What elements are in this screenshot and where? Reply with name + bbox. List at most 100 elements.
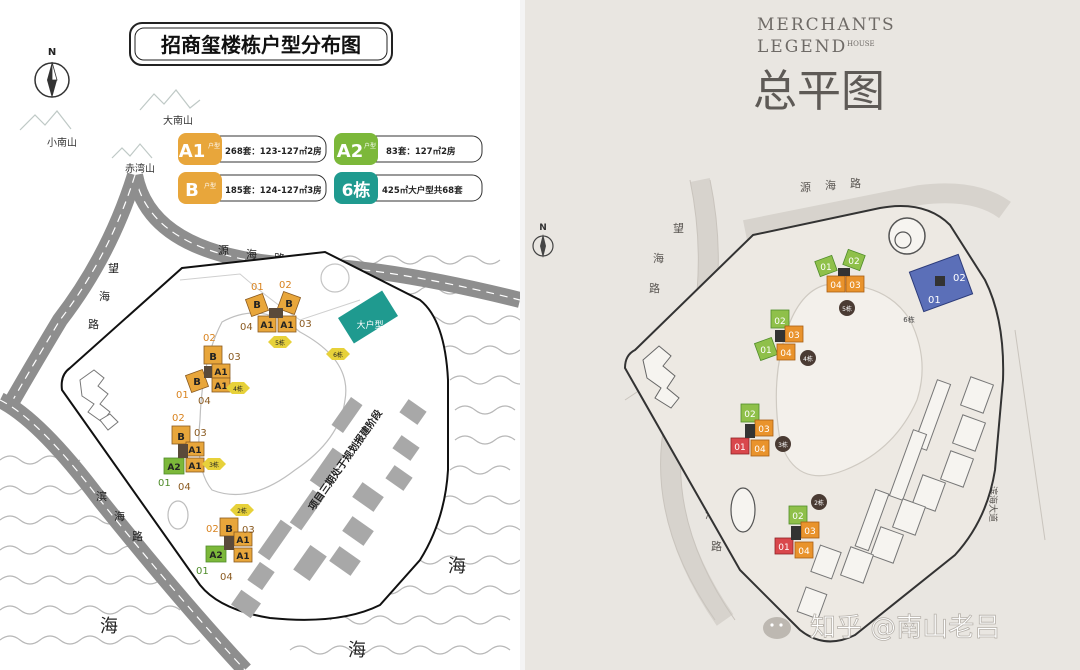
svg-text:户型: 户型 [204, 182, 216, 190]
svg-text:路: 路 [649, 282, 660, 295]
phase3-buildings [231, 397, 427, 619]
svg-text:02: 02 [953, 273, 966, 284]
svg-text:望: 望 [108, 262, 119, 275]
svg-text:源: 源 [800, 180, 811, 194]
svg-text:04: 04 [798, 547, 810, 557]
building-3-label: 3栋 [778, 441, 788, 449]
unit-distribution-map: N 招商玺楼栋户型分布图 小南山 大南山 赤湾山 源 海 路 望 海 路 滨 海… [0, 22, 520, 670]
svg-text:04: 04 [178, 482, 191, 493]
plan-title: 总平图 [753, 66, 885, 117]
svg-text:路: 路 [88, 318, 99, 331]
svg-text:04: 04 [220, 572, 233, 583]
svg-text:海: 海 [825, 178, 836, 192]
svg-text:01: 01 [760, 346, 771, 356]
building-4-badge: 4栋 [233, 385, 243, 393]
svg-text:源: 源 [218, 243, 229, 257]
svg-text:03: 03 [194, 428, 207, 439]
map-title: 招商玺楼栋户型分布图 [129, 22, 393, 66]
svg-text:B: B [193, 377, 201, 388]
building-2: 02 03 01 04 2栋 [774, 494, 827, 559]
svg-text:03: 03 [758, 425, 769, 435]
building-3-badge: 3栋 [209, 461, 219, 469]
master-plan-panel: MERCHANTS LEGEND HOUSE 总平图 N 源 海 路 望 海 路… [525, 0, 1080, 670]
svg-text:A1: A1 [214, 368, 227, 378]
svg-text:04: 04 [754, 445, 766, 455]
brand-line1: MERCHANTS [757, 15, 896, 35]
building-4: 02 03 01 04 4栋 [753, 309, 816, 366]
svg-text:04: 04 [780, 349, 792, 359]
rotunda [888, 217, 926, 255]
brand-logo: MERCHANTS LEGEND HOUSE [757, 15, 896, 57]
legend-item-6: 6栋 425㎡大户型共68套 [334, 172, 483, 204]
brand-line2: LEGEND [757, 37, 847, 57]
building-2: B A1 A2 A1 02 03 01 04 2栋 [196, 504, 255, 583]
building-6-tag: 大户型 [356, 319, 383, 331]
building-6: 大户型 6栋 [326, 290, 398, 360]
building-5-label: 5栋 [842, 305, 852, 313]
svg-text:望: 望 [673, 222, 684, 235]
compass-north-letter: N [539, 223, 547, 233]
svg-text:03: 03 [228, 352, 241, 363]
building-3: B A1 A2 A1 02 03 01 04 3栋 [158, 413, 226, 493]
master-plan-map: MERCHANTS LEGEND HOUSE 总平图 N 源 海 路 望 海 路… [532, 15, 1046, 643]
mountain-label-chiwanshan: 赤湾山 [125, 162, 155, 175]
svg-text:02: 02 [279, 280, 292, 291]
central-courtyard [198, 312, 347, 496]
svg-text:03: 03 [788, 331, 799, 341]
svg-text:A1: A1 [260, 321, 273, 331]
brand-small: HOUSE [847, 40, 875, 48]
sea-label-bottom: 海 [348, 640, 366, 661]
svg-text:B: B [185, 180, 199, 201]
svg-text:B: B [253, 300, 261, 311]
compass-icon: N [532, 223, 554, 258]
svg-text:03: 03 [849, 281, 860, 291]
svg-text:04: 04 [198, 396, 211, 407]
mountain-label-xiaonanshan: 小南山 [47, 136, 77, 149]
svg-text:01: 01 [778, 543, 789, 553]
legend-item-a1: A1 户型 268套：123-127㎡2房 [178, 133, 327, 165]
surrounding-buildings [796, 376, 995, 620]
road-label-wanghai: 望 海 路 [88, 262, 119, 331]
svg-text:海: 海 [99, 289, 110, 303]
svg-text:04: 04 [830, 281, 842, 291]
sea-label-right: 海 [448, 556, 466, 577]
svg-text:A1: A1 [236, 536, 249, 546]
building-5-badge: 5栋 [275, 339, 285, 347]
map-title-text: 招商玺楼栋户型分布图 [161, 33, 361, 57]
svg-text:B: B [225, 524, 233, 535]
legend-item-b: B 户型 185套：124-127㎡3房 [178, 172, 327, 204]
building-4-label: 4栋 [803, 355, 813, 363]
svg-text:185套：124-127㎡3房: 185套：124-127㎡3房 [225, 185, 322, 196]
svg-text:02: 02 [203, 333, 216, 344]
watermark: 知乎 @南山老吕 [763, 613, 1001, 643]
svg-text:B: B [209, 352, 217, 363]
pavilion [730, 487, 756, 533]
svg-text:03: 03 [804, 527, 815, 537]
svg-text:01: 01 [820, 263, 831, 273]
svg-text:滨: 滨 [96, 489, 107, 503]
svg-text:A1: A1 [188, 446, 201, 456]
svg-text:海: 海 [246, 247, 257, 261]
clubhouse-building [79, 369, 119, 431]
legend: A1 户型 268套：123-127㎡2房 A2 户型 83套：127㎡2房 B… [178, 133, 483, 204]
svg-text:路: 路 [711, 540, 722, 553]
svg-text:01: 01 [928, 295, 941, 306]
svg-text:A2: A2 [337, 141, 363, 162]
svg-text:425㎡大户型共68套: 425㎡大户型共68套 [382, 185, 463, 196]
building-4: B A1 B A1 02 03 01 04 4栋 [176, 333, 250, 407]
svg-text:03: 03 [299, 319, 312, 330]
building-2-badge: 2栋 [237, 507, 247, 515]
compass-icon: N [34, 47, 70, 98]
svg-text:户型: 户型 [208, 142, 220, 150]
svg-text:A1: A1 [188, 462, 201, 472]
panel-divider [520, 0, 525, 670]
road-label-wanghai: 望 海 路 [649, 222, 684, 295]
building-6: 01 02 6栋 [903, 253, 974, 324]
svg-text:B: B [285, 299, 293, 310]
svg-text:海: 海 [114, 509, 125, 523]
svg-text:03: 03 [242, 525, 255, 536]
building-6-label: 6栋 [903, 315, 914, 324]
svg-text:A1: A1 [280, 321, 293, 331]
svg-text:户型: 户型 [364, 142, 376, 150]
svg-text:268套：123-127㎡2房: 268套：123-127㎡2房 [225, 146, 322, 157]
